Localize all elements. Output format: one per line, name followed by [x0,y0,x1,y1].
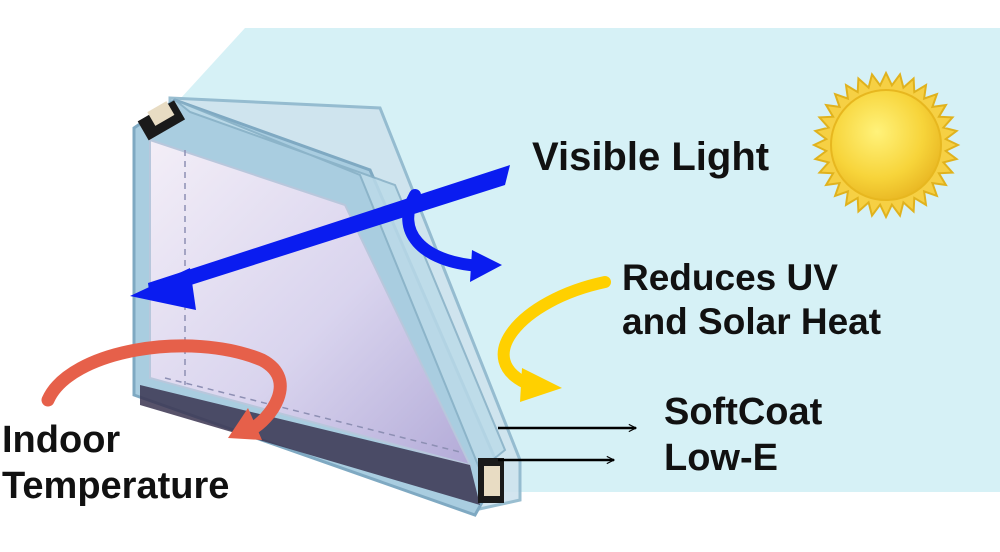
indoor-temperature-arrow [41,339,287,440]
softcoat-arrows [498,428,636,460]
indoor-temperature-label-line1: Indoor [2,419,121,461]
softcoat-label-line1: SoftCoat [664,391,823,433]
visible-light-arrow [130,165,510,310]
softcoat-label: SoftCoat Low-E [664,390,822,481]
reduces-uv-label-line1: Reduces UV [622,257,838,298]
indoor-temperature-label-line2: Temperature [2,464,230,507]
indoor-temperature-label: Indoor Temperature [2,418,229,509]
softcoat-label-line2: Low-E [664,436,778,479]
visible-light-label: Visible Light [532,135,770,179]
reduces-uv-label-line2: and Solar Heat [622,300,882,342]
double-pane-window-icon [132,96,522,517]
sun-icon [811,70,961,220]
solar-heat-arrow [497,276,611,402]
reduces-uv-label: Reduces UV and Solar Heat [622,256,881,343]
